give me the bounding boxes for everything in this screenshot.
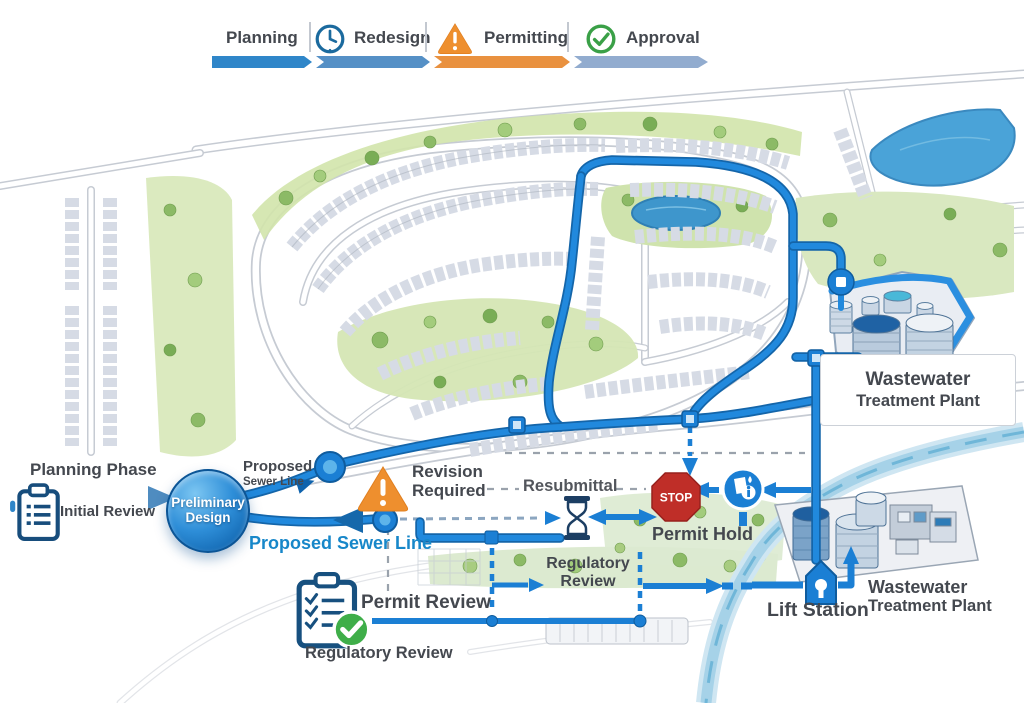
plant-top-line2: Treatment Plant [856, 392, 980, 411]
plant-buildings [889, 504, 957, 555]
proposed-sewer-line-upper-label: Proposed Sewer Line [243, 458, 313, 489]
pond [631, 195, 721, 231]
segment-planning [212, 56, 312, 68]
tank [855, 491, 887, 527]
segment-approval [574, 56, 708, 68]
timeline-stage-approval: Approval [626, 28, 700, 47]
ponds [631, 108, 1016, 231]
regulatory-checklist-icon [296, 572, 371, 649]
check-icon [586, 24, 616, 54]
permit-review-label: Permit Review [361, 592, 491, 613]
tank [905, 313, 954, 358]
tank [829, 300, 853, 334]
divider [309, 22, 311, 52]
regulatory-review-path-label: Regulatory Review [546, 555, 630, 590]
plant-top-line1: Wastewater [865, 369, 971, 391]
housing-rows [65, 127, 873, 645]
warning-icon [437, 23, 473, 54]
tank [792, 506, 830, 561]
timeline-stage-planning: Planning [226, 28, 298, 47]
permit-hold-label: Permit Hold [652, 524, 754, 544]
proposed-sub: Sewer Line [243, 475, 304, 488]
divider [567, 22, 569, 52]
hourglass-icon [564, 496, 590, 540]
lake [869, 108, 1016, 187]
divider [425, 22, 427, 52]
stop-text: STOP [660, 491, 692, 505]
timeline-arrow-bar [212, 56, 708, 68]
ghost-grid [417, 548, 481, 586]
segment-redesign [316, 56, 430, 68]
revision-required-label: Revision Required [412, 462, 486, 501]
lift-station-icon [805, 559, 837, 605]
sewer-lines [328, 155, 865, 565]
initial-review-label: Initial Review [60, 503, 156, 520]
regulatory-review-badge-label: Regulatory Review [305, 644, 453, 662]
timeline-stage-redesign: Redesign [354, 28, 431, 47]
planning-phase-label: Planning Phase [30, 460, 157, 479]
plant-bottom-line2: Treatment Plant [868, 597, 992, 616]
proposed-sewer-line-lower-label: Proposed Sewer Line [249, 533, 433, 553]
tank [883, 290, 912, 314]
treatment-plant-bottom-label: Wastewater Treatment Plant [868, 577, 992, 616]
segment-permitting [434, 56, 570, 68]
clipboard-icon [10, 483, 60, 541]
process-timeline: Planning Redesign Permitting Approval [0, 0, 1024, 80]
plant-bottom-line1: Wastewater [868, 577, 968, 597]
manhole-nodes [314, 268, 855, 533]
resubmittal-label: Resubmittal [523, 477, 618, 495]
preliminary-design-node: Preliminary Design [166, 469, 250, 553]
tank [852, 314, 901, 361]
treatment-plant-top-label: Wastewater Treatment Plant [820, 354, 1016, 426]
stop-sign: STOP [651, 472, 701, 522]
timeline-stage-permitting: Permitting [484, 28, 569, 47]
proposed-main: Proposed [243, 458, 313, 475]
tank [861, 296, 880, 316]
warning-icon [357, 466, 409, 512]
lift-station-label: Lift Station [767, 599, 869, 621]
permit-document-icon [721, 467, 765, 511]
clock-icon [315, 24, 345, 54]
